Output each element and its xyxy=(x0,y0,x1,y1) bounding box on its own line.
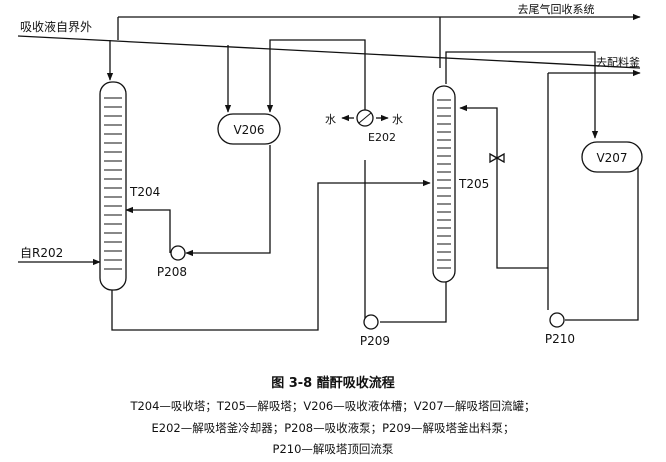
p208-label: P208 xyxy=(157,265,187,279)
reflux-control-valve xyxy=(489,152,505,164)
v207-label: V207 xyxy=(596,151,627,165)
to-tail-gas-label: 去尾气回收系统 xyxy=(518,2,595,16)
p210-label: P210 xyxy=(545,332,575,346)
from-r202-label: 自R202 xyxy=(20,246,63,260)
v207-vessel xyxy=(581,141,643,173)
t205-bottom-line xyxy=(380,282,447,323)
t205-column xyxy=(432,85,456,283)
t205-overhead-line xyxy=(445,51,599,139)
absorbent-feed-line xyxy=(17,35,641,69)
legend-line-1: T204—吸收塔；T205—解吸塔；V206—吸收液体槽；V207—解吸塔回流罐… xyxy=(130,399,536,413)
v206-vessel xyxy=(217,113,281,145)
p209-label: P209 xyxy=(360,334,390,348)
p210-pump xyxy=(549,312,565,328)
v206-outlet-line xyxy=(185,145,271,257)
v206-label: V206 xyxy=(233,123,264,137)
p209-pump xyxy=(363,314,379,330)
legend-line-2: E202—解吸塔釜冷却器；P208—吸收液泵；P209—解吸塔釜出料泵； xyxy=(151,421,515,435)
water-left-label: 水 xyxy=(325,113,336,126)
to-batching-tank-label: 去配料釜 xyxy=(596,55,640,69)
legend-line-3: P210—解吸塔顶回流泵 xyxy=(272,442,394,456)
t204-bottom-line xyxy=(111,179,431,331)
e202-to-v206-line xyxy=(266,39,366,113)
figure-title: 图 3-8 醋酐吸收流程 xyxy=(271,376,395,391)
t204-column xyxy=(99,81,127,291)
reflux-line xyxy=(459,104,548,269)
t205-label: T205 xyxy=(458,177,489,191)
p208-pump xyxy=(170,245,186,261)
t204-label: T204 xyxy=(129,185,160,199)
p208-to-t204-line xyxy=(125,206,171,253)
water-right-label: 水 xyxy=(392,113,403,126)
v207-outlet-line xyxy=(565,158,639,321)
e202-label: E202 xyxy=(368,131,396,144)
absorbent-from-outside-label: 吸收液自界外 xyxy=(20,19,92,34)
